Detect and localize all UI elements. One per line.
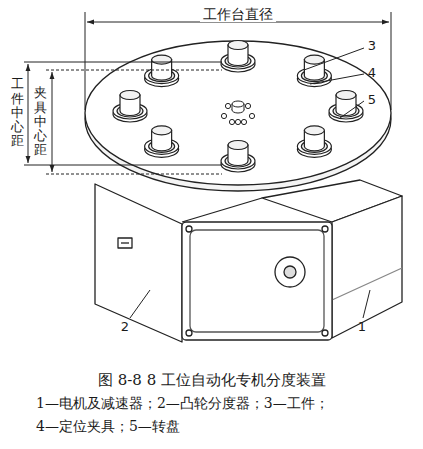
figure-caption: 图 8-8 8 工位自动化专机分度装置 (98, 371, 326, 389)
callout-number: 3 (368, 38, 376, 54)
dimension-line (28, 64, 29, 163)
workpieces (113, 41, 363, 173)
dimension-line (52, 72, 53, 172)
callout-number: 5 (368, 92, 376, 108)
callout-number: 1 (358, 319, 366, 335)
callout-number: 4 (368, 65, 376, 81)
callout-number: 2 (121, 319, 129, 335)
leader-line (310, 74, 364, 84)
dimension-label: 工作台直径 (200, 6, 276, 23)
motor-side (332, 196, 402, 338)
dimension-label: 工件中心距 (11, 77, 24, 148)
leader-line (130, 290, 150, 318)
gearbox-face (182, 222, 332, 340)
parts-list: 1—电机及减速器；2—凸轮分度器；3—工件； (36, 395, 329, 412)
leader-line (363, 290, 370, 318)
cam-indexer-box (95, 184, 182, 342)
leader-line (304, 48, 364, 70)
parts-list: 4—定位夹具；5—转盘 (36, 418, 180, 435)
dimension-label: 夹具中心距 (34, 86, 47, 157)
output-shaft (275, 257, 305, 287)
turntable (85, 41, 391, 185)
leader-line (340, 101, 364, 118)
